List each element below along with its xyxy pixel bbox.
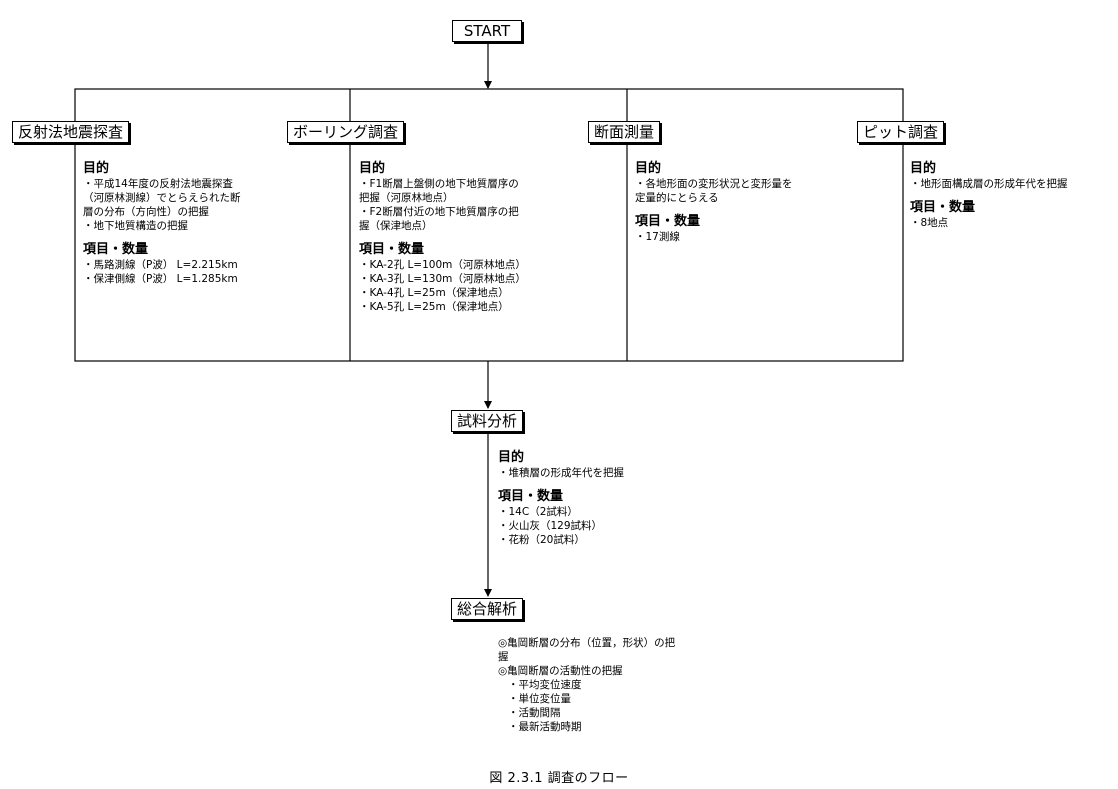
item-line: ・火山灰（129試料） xyxy=(498,520,603,532)
survey-title-label: ピット調査 xyxy=(863,123,939,141)
synthesis-sub-line: ・活動間隔 xyxy=(508,707,561,719)
item-line: ・8地点 xyxy=(910,217,949,229)
synthesis-line: ◎亀岡断層の分布（位置，形状）の把 xyxy=(498,637,676,649)
sample-analysis-node: 試料分析 xyxy=(451,410,524,432)
survey-frame xyxy=(74,88,904,362)
synthesis-line: ◎亀岡断層の活動性の把握 xyxy=(498,665,623,677)
survey-block-pit: 目的 ・地形面構成層の形成年代を把握 項目・数量 ・8地点 xyxy=(910,160,1068,230)
purpose-line: 把握（河原林地点） xyxy=(359,192,454,204)
purpose-heading: 目的 xyxy=(910,161,937,176)
purpose-heading: 目的 xyxy=(635,161,662,176)
synthesis-sub-line: ・最新活動時期 xyxy=(508,721,582,733)
item-line: ・14C（2試料） xyxy=(498,506,578,518)
item-line: ・KA-5孔 L=25m（保津地点） xyxy=(359,301,509,313)
synthesis-sub-line: ・平均変位速度 xyxy=(508,679,582,691)
purpose-heading: 目的 xyxy=(359,161,386,176)
item-line: ・馬路測線（P波） L=2.215km xyxy=(83,259,238,271)
items-heading: 項目・数量 xyxy=(359,242,425,257)
purpose-line: 握（保津地点） xyxy=(359,220,433,232)
item-line: ・17測線 xyxy=(635,231,680,243)
survey-title-pit: ピット調査 xyxy=(857,121,945,143)
purpose-line: （河原林測線）でとらえられた断 xyxy=(83,192,241,204)
survey-title-label: 断面測量 xyxy=(594,123,655,141)
item-line: ・KA-2孔 L=100m（河原林地点） xyxy=(359,259,526,271)
survey-title-boring: ボーリング調査 xyxy=(287,121,405,143)
purpose-line: ・F2断層付近の地下地質層序の把 xyxy=(359,206,519,218)
purpose-line: ・地形面構成層の形成年代を把握 xyxy=(910,178,1068,190)
purpose-heading: 目的 xyxy=(498,450,525,465)
item-line: ・花粉（20試料） xyxy=(498,534,585,546)
items-heading: 項目・数量 xyxy=(910,200,976,215)
item-line: ・保津側線（P波） L=1.285km xyxy=(83,273,238,285)
survey-title-seismic: 反射法地震探査 xyxy=(12,121,130,143)
items-heading: 項目・数量 xyxy=(83,242,149,257)
items-heading: 項目・数量 xyxy=(498,489,564,504)
synthesis-title: 総合解析 xyxy=(457,600,518,618)
synthesis-block: ◎亀岡断層の分布（位置，形状）の把 握 ◎亀岡断層の活動性の把握 ・平均変位速度… xyxy=(498,636,675,734)
survey-title-section: 断面測量 xyxy=(588,121,661,143)
item-line: ・KA-3孔 L=130m（河原林地点） xyxy=(359,273,526,285)
purpose-line: 定量的にとらえる xyxy=(635,192,719,204)
survey-title-label: ボーリング調査 xyxy=(293,123,399,141)
synthesis-sub-line: ・単位変位量 xyxy=(508,693,571,705)
survey-block-section: 目的 ・各地形面の変形状況と変形量を 定量的にとらえる 項目・数量 ・17測線 xyxy=(635,160,793,244)
survey-title-label: 反射法地震探査 xyxy=(18,123,124,141)
sample-analysis-block: 目的 ・堆積層の形成年代を把握 項目・数量 ・14C（2試料） ・火山灰（129… xyxy=(498,449,624,547)
figure-caption: 図 2.3.1 調査のフロー xyxy=(489,771,629,786)
purpose-line: ・F1断層上盤側の地下地質層序の xyxy=(359,178,519,190)
synthesis-line: 握 xyxy=(498,651,509,663)
start-node: START xyxy=(452,20,522,42)
purpose-line: ・堆積層の形成年代を把握 xyxy=(498,467,624,479)
purpose-line: ・各地形面の変形状況と変形量を xyxy=(635,178,793,190)
purpose-line: 層の分布（方向性）の把握 xyxy=(83,206,209,218)
item-line: ・KA-4孔 L=25m（保津地点） xyxy=(359,287,509,299)
purpose-line: ・平成14年度の反射法地震探査 xyxy=(83,178,233,190)
purpose-heading: 目的 xyxy=(83,161,110,176)
survey-block-boring: 目的 ・F1断層上盤側の地下地質層序の 把握（河原林地点） ・F2断層付近の地下… xyxy=(359,160,526,314)
sample-analysis-title: 試料分析 xyxy=(457,412,518,430)
items-heading: 項目・数量 xyxy=(635,214,701,229)
purpose-line: ・地下地質構造の把握 xyxy=(83,220,188,232)
synthesis-node: 総合解析 xyxy=(451,598,524,620)
start-label: START xyxy=(463,22,511,40)
survey-block-seismic: 目的 ・平成14年度の反射法地震探査 （河原林測線）でとらえられた断 層の分布（… xyxy=(83,160,241,286)
